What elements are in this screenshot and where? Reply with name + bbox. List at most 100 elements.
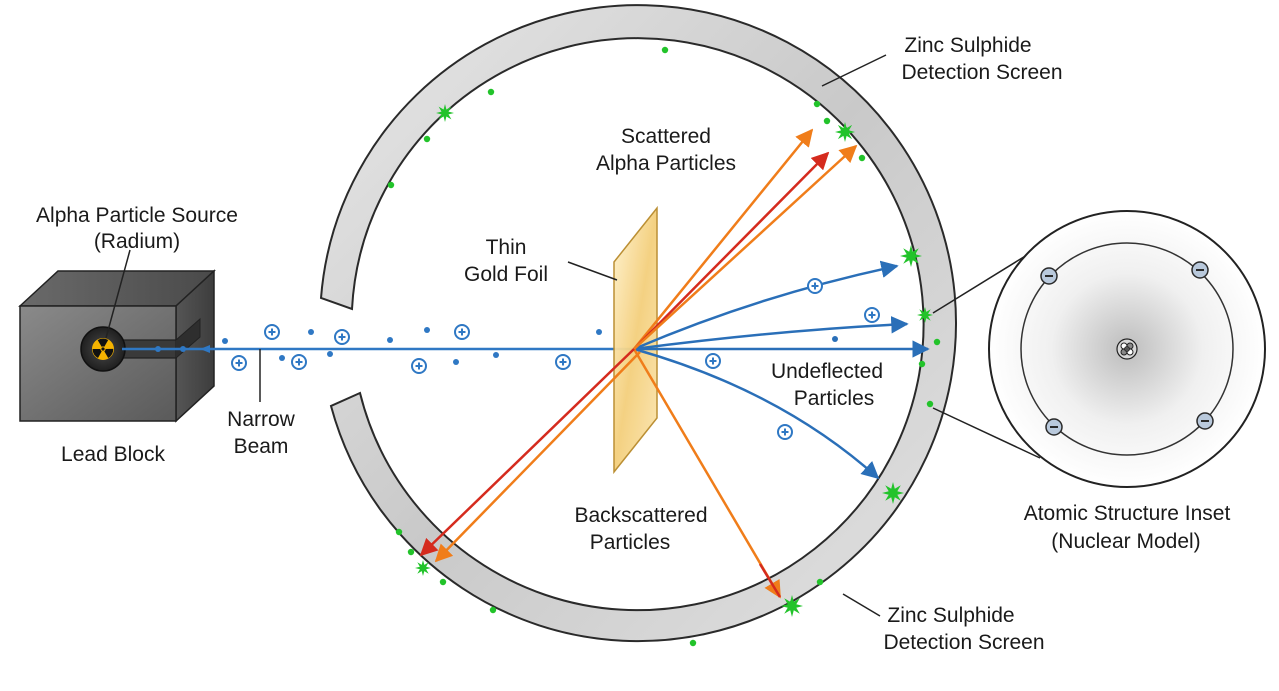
deflected-path-down-1 — [633, 347, 880, 480]
inset-label-line1: Atomic Structure Inset — [1024, 502, 1231, 525]
beam-particles — [155, 324, 602, 374]
alpha-particle-icon — [291, 354, 307, 370]
thin-foil-label-line1: Thin — [486, 236, 527, 259]
electron-icon — [1040, 267, 1058, 285]
beam-dot — [180, 346, 186, 352]
beam-dot — [453, 359, 459, 365]
beam-dot — [327, 351, 333, 357]
beam-dot — [279, 355, 285, 361]
screen-top-label-line2: Detection Screen — [901, 61, 1062, 84]
labels: Alpha Particle Source (Radium) Lead Bloc… — [36, 34, 1230, 654]
detection-screen — [319, 4, 958, 643]
scintillation-flash-icon — [900, 245, 922, 267]
deflected-path-up-1 — [633, 260, 899, 351]
scintillation-dot — [407, 548, 415, 556]
chamber-dot — [832, 336, 838, 342]
narrow-beam-label-line1: Narrow — [227, 408, 296, 431]
source-label-line1: Alpha Particle Source — [36, 204, 238, 227]
alpha-particle-icon — [777, 424, 793, 440]
radiation-icon — [92, 338, 114, 360]
screen-bottom-label-line1: Zinc Sulphide — [887, 604, 1014, 627]
scintillation-dot — [813, 100, 821, 108]
alpha-particle-icon — [807, 278, 823, 294]
electron-orbit — [1020, 242, 1234, 456]
scintillation-dots — [387, 46, 941, 647]
alpha-particle-icon — [454, 324, 470, 340]
scintillation-dot — [489, 606, 497, 614]
beam-dot — [596, 329, 602, 335]
backscattered-label-line1: Backscattered — [574, 504, 707, 527]
alpha-particle-icon — [264, 324, 280, 340]
beam-dot — [155, 346, 161, 352]
scintillation-dot — [487, 88, 495, 96]
scintillation-dot — [823, 117, 831, 125]
alpha-particle-icon — [411, 358, 427, 374]
scintillation-flash-icon — [781, 595, 803, 617]
nucleus — [1116, 338, 1138, 360]
scintillation-flash-icon — [917, 307, 933, 323]
scintillation-dot — [439, 578, 447, 586]
beam-dot — [424, 327, 430, 333]
scintillation-flashes — [415, 104, 933, 617]
inset-label-line2: (Nuclear Model) — [1051, 530, 1200, 553]
narrow-beam — [122, 345, 634, 353]
scintillation-dot — [858, 154, 866, 162]
scintillation-flash-icon — [835, 122, 855, 142]
atomic-inset — [932, 210, 1266, 488]
alpha-particle-icon — [705, 353, 721, 369]
scattered-label-line2: Alpha Particles — [596, 152, 736, 175]
scintillation-dot — [816, 578, 824, 586]
beam-dot — [308, 329, 314, 335]
detection-screen-upper-arc — [319, 4, 958, 643]
scattered-paths — [632, 128, 858, 599]
beam-dot — [387, 337, 393, 343]
beam-dot — [493, 352, 499, 358]
electron-icon — [1196, 412, 1214, 430]
screen-top-label-line1: Zinc Sulphide — [904, 34, 1031, 57]
scattered-path-orange-down — [632, 348, 782, 599]
alpha-particle-icon — [555, 354, 571, 370]
leader-screen-bottom — [842, 593, 881, 617]
thin-foil-label-line2: Gold Foil — [464, 263, 548, 286]
backscatter-path-orange — [434, 351, 641, 563]
backscatter-path-red — [419, 348, 635, 557]
scintillation-dot — [689, 639, 697, 647]
scintillation-flash-icon — [436, 104, 454, 122]
narrow-beam-label-line2: Beam — [234, 435, 289, 458]
leader-lines — [105, 54, 887, 617]
backscattered-label-line2: Particles — [590, 531, 671, 554]
undeflected-paths — [633, 260, 930, 480]
leader-source — [105, 249, 131, 339]
lead-block-label: Lead Block — [61, 443, 165, 466]
source-label-line2: (Radium) — [94, 230, 180, 253]
scintillation-dot — [933, 338, 941, 346]
chamber-particles — [705, 278, 880, 440]
lead-block — [18, 269, 216, 423]
beam-dot — [222, 338, 228, 344]
leader-screen-top — [821, 54, 887, 87]
scintillation-dot — [918, 360, 926, 368]
leader-thin-foil — [567, 261, 618, 281]
undeflected-label-line1: Undeflected — [771, 360, 883, 383]
electron-icon — [1045, 418, 1063, 436]
scintillation-dot — [661, 46, 669, 54]
scattered-path-orange-2 — [633, 144, 858, 350]
scattered-path-red — [633, 151, 830, 350]
inset-connector-bottom — [932, 407, 1041, 459]
scintillation-dot — [423, 135, 431, 143]
scintillation-dot — [926, 400, 934, 408]
undeflected-label-line2: Particles — [794, 387, 875, 410]
backscattered-paths — [419, 348, 641, 563]
scintillation-flash-icon — [882, 482, 904, 504]
scattered-path-red-down — [758, 563, 782, 598]
alpha-particle-icon — [231, 355, 247, 371]
gold-foil — [613, 205, 658, 475]
alpha-particle-icon — [334, 329, 350, 345]
alpha-particle-icon — [864, 307, 880, 323]
scattered-path-orange-1 — [633, 128, 814, 350]
inset-electrons — [1040, 261, 1214, 436]
scintillation-dot — [395, 528, 403, 536]
scattered-label-line1: Scattered — [621, 125, 711, 148]
screen-bottom-label-line2: Detection Screen — [883, 631, 1044, 654]
